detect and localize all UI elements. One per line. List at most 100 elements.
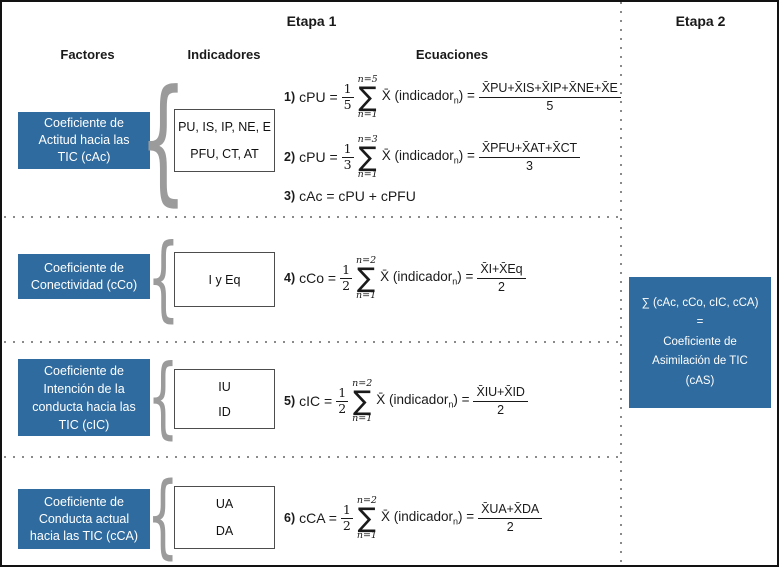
- brace-icon: {: [147, 228, 180, 327]
- coefficient-fraction: 1 2: [336, 385, 349, 416]
- factor-line: Intención de la: [43, 381, 125, 396]
- sigma-icon: ∑: [358, 141, 377, 173]
- summation: n=2 ∑ n=1: [352, 377, 373, 424]
- equation-label: 6): [284, 511, 296, 525]
- term-subscript: n: [453, 516, 459, 527]
- term-subscript: n: [448, 399, 454, 410]
- equation-lhs: cCA =: [299, 510, 337, 526]
- equation-4: 4) cCo = 1 2 n=2 ∑ n=1 X̄ (indicadorn) =…: [284, 250, 526, 306]
- brace-glyph: {: [146, 462, 180, 567]
- fraction-denominator: 2: [338, 400, 347, 416]
- sum-lower-limit: n=1: [356, 289, 377, 301]
- summation: n=2 ∑ n=1: [356, 254, 377, 301]
- indicator-line: DA: [215, 523, 234, 538]
- fraction-numerator: 1: [340, 262, 353, 279]
- equation-lhs: cPU =: [299, 149, 338, 165]
- factor-line: Coeficiente de: [44, 494, 124, 509]
- coefficient-fraction: 1 2: [340, 262, 353, 293]
- equation-1: 1) cPU = 1 5 n=5 ∑ n=1 X̄ (indicadorn) =…: [284, 69, 621, 125]
- equation-term: X̄ (indicadorn) =: [376, 392, 469, 410]
- factor-line: Coeficiente de: [44, 116, 124, 130]
- sum-lower-limit: n=1: [352, 412, 373, 424]
- factor-line: TIC (cIC): [58, 417, 110, 432]
- sum-upper-limit: n=5: [357, 73, 378, 85]
- indicator-box-actitud: PU, IS, IP, NE, E PFU, CT, AT: [174, 109, 275, 172]
- stage-divider-dotted: [620, 2, 622, 565]
- sum-upper-limit: n=2: [356, 494, 377, 506]
- column-header-ecuaciones: Ecuaciones: [415, 47, 489, 62]
- factor-box-conducta: Coeficiente de Conducta actual hacia las…: [18, 489, 150, 549]
- result-fraction: X̄PFU+X̄AT+X̄CT 3: [478, 140, 581, 175]
- result-line: Coeficiente de: [663, 335, 737, 348]
- term-text: X̄ (indicador: [381, 88, 454, 104]
- indicator-line: I y Eq: [208, 272, 241, 287]
- equation-label: 2): [284, 150, 296, 164]
- row-divider-2: [4, 341, 620, 343]
- factor-line: conducta hacia las: [32, 399, 136, 414]
- coefficient-fraction: 1 2: [340, 502, 353, 533]
- equation-lhs: cIC =: [299, 393, 333, 409]
- brace-glyph: {: [147, 346, 179, 449]
- term-subscript: n: [453, 95, 459, 106]
- factor-line: Coeficiente de: [44, 260, 124, 275]
- indicator-box-conducta: UA DA: [174, 486, 275, 549]
- coefficient-fraction: 1 5: [341, 81, 354, 112]
- summation: n=2 ∑ n=1: [356, 494, 377, 541]
- fraction-denominator: 2: [497, 280, 505, 294]
- factor-line: Coeficiente de: [44, 363, 124, 378]
- fraction-numerator: X̄PFU+X̄AT+X̄CT: [478, 140, 581, 158]
- brace-glyph: {: [146, 224, 180, 332]
- fraction-denominator: 5: [546, 99, 554, 113]
- fraction-denominator: 3: [526, 159, 533, 173]
- term-text: ) =: [457, 269, 474, 285]
- equation-text: cAc = cPU + cPFU: [299, 188, 416, 204]
- equation-lhs: cPU =: [299, 89, 338, 105]
- indicator-line: IU: [218, 379, 231, 394]
- factor-box-intencion: Coeficiente de Intención de la conducta …: [18, 359, 150, 436]
- equation-term: X̄ (indicadorn) =: [382, 88, 475, 106]
- stage2-title: Etapa 2: [675, 13, 726, 29]
- fraction-numerator: 1: [341, 81, 354, 98]
- sigma-icon: ∑: [357, 262, 376, 294]
- sigma-icon: ∑: [353, 385, 372, 417]
- term-subscript: n: [452, 276, 458, 287]
- factor-box-actitud: Coeficiente de Actitud hacia las TIC (cA…: [18, 112, 150, 169]
- stage1-title: Etapa 1: [286, 13, 337, 29]
- coefficient-fraction: 1 3: [341, 141, 354, 172]
- factor-line: Conducta actual: [38, 511, 130, 526]
- result-fraction: X̄UA+X̄DA 2: [478, 501, 543, 536]
- sum-upper-limit: n=3: [357, 133, 378, 145]
- summation: n=5 ∑ n=1: [357, 73, 378, 120]
- equation-term: X̄ (indicadorn) =: [380, 269, 473, 287]
- factor-line: Actitud hacia las: [38, 133, 130, 147]
- sigma-icon: ∑: [358, 81, 377, 113]
- indicator-line: UA: [215, 497, 234, 512]
- term-text: X̄ (indicador: [380, 269, 453, 285]
- equation-term: X̄ (indicadorn) =: [381, 509, 474, 527]
- result-fraction: X̄PU+X̄IS+X̄IP+X̄NE+X̄E 5: [478, 80, 621, 115]
- sum-lower-limit: n=1: [357, 168, 378, 180]
- term-text: ) =: [458, 148, 475, 164]
- equation-term: X̄ (indicadorn) =: [382, 148, 475, 166]
- fraction-numerator: X̄I+X̄Eq: [477, 261, 526, 279]
- sum-upper-limit: n=2: [356, 254, 377, 266]
- indicator-line: PU, IS, IP, NE, E: [178, 120, 271, 135]
- term-text: X̄ (indicador: [376, 392, 449, 408]
- stage2-result-box: ∑ (cAc, cCo, cIC, cCA) = Coeficiente de …: [629, 277, 771, 408]
- equation-2: 2) cPU = 1 3 n=3 ∑ n=1 X̄ (indicadorn) =…: [284, 129, 581, 185]
- term-text: X̄ (indicador: [380, 509, 453, 525]
- indicator-box-conectividad: I y Eq: [174, 252, 275, 307]
- fraction-denominator: 3: [343, 156, 352, 172]
- indicator-box-intencion: IU ID: [174, 369, 275, 429]
- fraction-denominator: 2: [497, 403, 505, 417]
- result-fraction: X̄I+X̄Eq 2: [477, 261, 526, 296]
- term-subscript: n: [453, 155, 459, 166]
- sum-lower-limit: n=1: [356, 529, 377, 541]
- fraction-denominator: 2: [342, 277, 351, 293]
- equation-3: 3) cAc = cPU + cPFU: [284, 186, 416, 206]
- sum-upper-limit: n=2: [352, 377, 373, 389]
- fraction-numerator: X̄PU+X̄IS+X̄IP+X̄NE+X̄E: [478, 80, 621, 98]
- equation-label: 1): [284, 90, 296, 104]
- result-line: (cAS): [685, 374, 715, 387]
